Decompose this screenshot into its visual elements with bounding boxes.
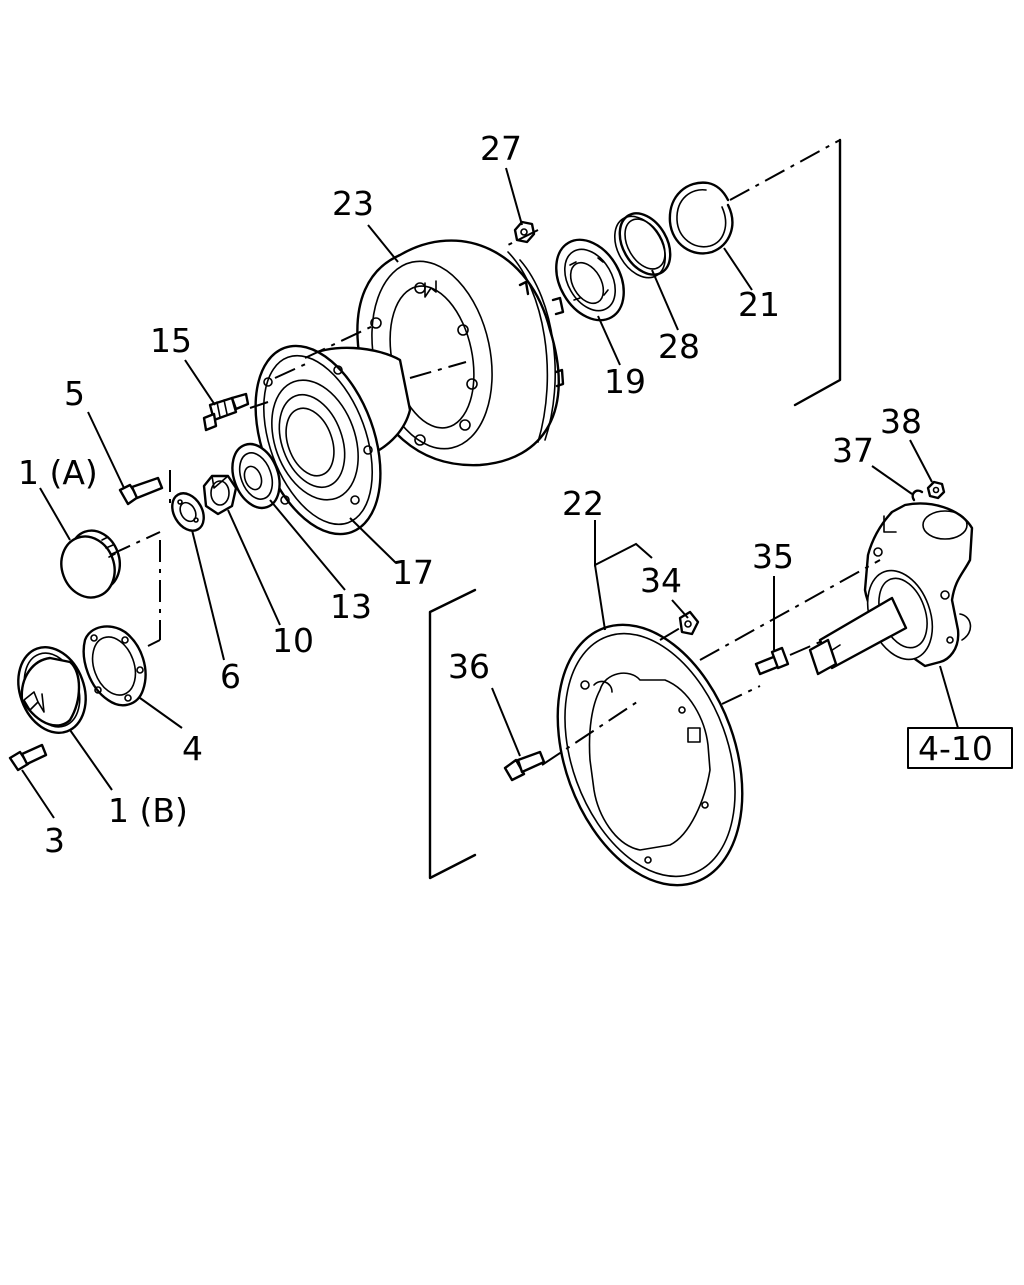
callout-15: 15 <box>150 321 192 360</box>
bearing-19 <box>555 238 625 322</box>
lock-washer-6 <box>171 492 205 532</box>
callout-10: 10 <box>272 621 314 660</box>
bolt-35 <box>754 646 790 676</box>
callout-labels: 27 23 21 28 19 15 5 1 (A) 17 13 10 6 4 1… <box>18 129 922 860</box>
reference-label: 4-10 <box>918 729 993 768</box>
callout-6: 6 <box>220 657 241 696</box>
bolt-3 <box>8 743 48 772</box>
clip-37 <box>911 489 924 502</box>
seal-28 <box>613 212 672 279</box>
hub-cover-1b <box>17 646 87 734</box>
callout-38: 38 <box>880 402 922 441</box>
reference-box-4-10: 4-10 <box>907 727 1013 769</box>
callout-19: 19 <box>604 362 646 401</box>
wheel-hub-17 <box>254 344 412 536</box>
callout-22: 22 <box>562 484 604 523</box>
callout-1a: 1 (A) <box>18 453 98 492</box>
steering-knuckle <box>808 502 974 676</box>
callout-5: 5 <box>64 374 85 413</box>
gasket-4 <box>82 625 147 707</box>
leader-lines <box>21 167 959 819</box>
callout-28: 28 <box>658 327 700 366</box>
callout-13: 13 <box>330 587 372 626</box>
callout-21: 21 <box>738 285 780 324</box>
callout-3: 3 <box>44 821 65 860</box>
callout-4: 4 <box>182 729 203 768</box>
callout-34: 34 <box>640 561 682 600</box>
callout-1b: 1 (B) <box>108 791 188 830</box>
group-brackets <box>428 138 842 880</box>
backing-plate-22 <box>556 623 744 887</box>
center-lines <box>109 139 881 766</box>
snap-ring-21 <box>668 181 734 255</box>
callout-36: 36 <box>448 647 490 686</box>
stud-bolt-15 <box>202 392 250 432</box>
hub-cap-1a <box>60 529 121 599</box>
clip-34 <box>678 610 700 636</box>
callout-27: 27 <box>480 129 522 168</box>
nut-38 <box>926 480 946 500</box>
callout-23: 23 <box>332 184 374 223</box>
callout-35: 35 <box>752 537 794 576</box>
bolt-5 <box>118 476 164 506</box>
bearing-13 <box>231 442 281 510</box>
bolt-36 <box>503 750 546 782</box>
callout-17: 17 <box>392 553 434 592</box>
nut-27 <box>513 220 536 244</box>
callout-37: 37 <box>832 431 874 470</box>
lock-nut-10 <box>202 474 238 516</box>
